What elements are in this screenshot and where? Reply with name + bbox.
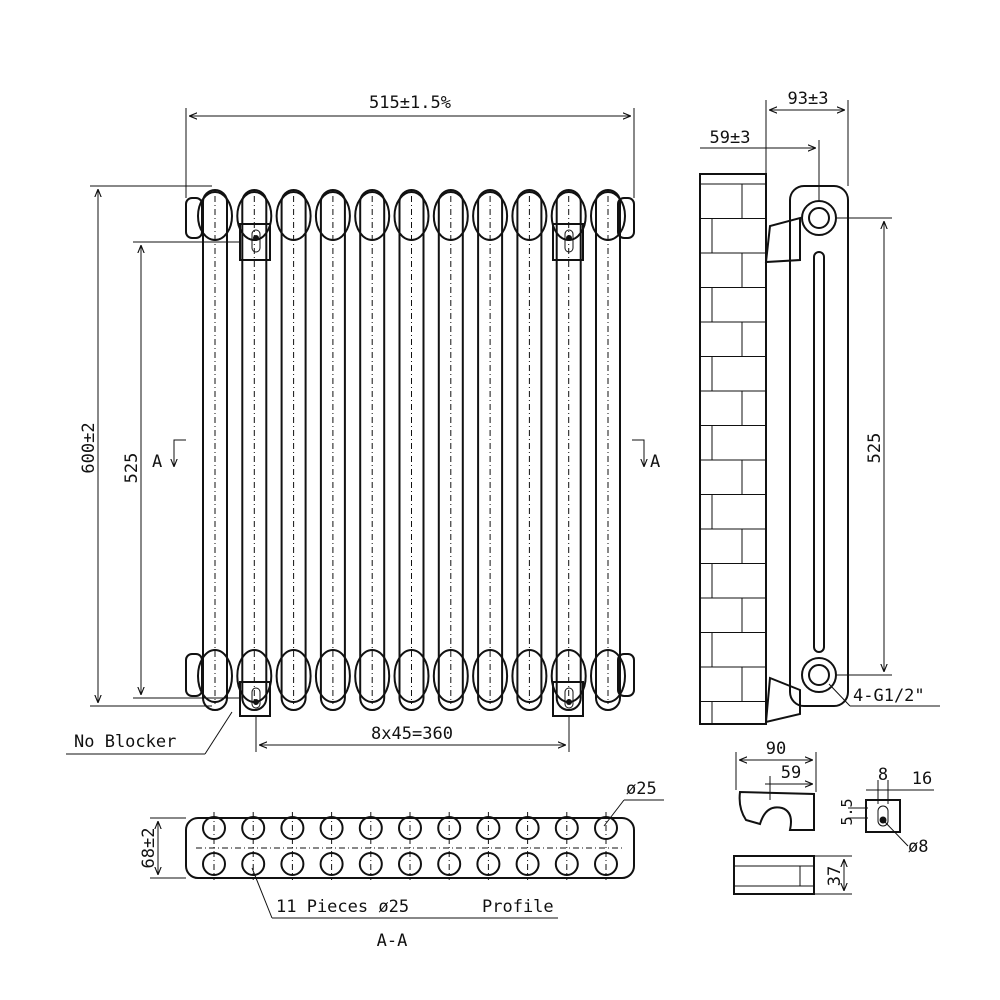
bracket-top-right: [552, 223, 584, 261]
bracket-width-label: 90: [766, 739, 786, 759]
section-tubes: [202, 812, 618, 880]
radiator-column: [516, 189, 543, 711]
column-hub-bottom: [590, 649, 626, 703]
radiator-column: [202, 189, 228, 711]
column-hub-top: [275, 191, 312, 241]
end-cap-bottom-left: [185, 653, 203, 697]
radiator-column: [359, 189, 386, 711]
radiator-column: [477, 189, 504, 711]
column-hub-top: [590, 191, 626, 241]
column-hub-top: [354, 191, 391, 241]
radiator-column: [555, 189, 582, 711]
column-hub-bottom: [197, 649, 233, 703]
wall-bricks: [700, 183, 766, 724]
side-height-label: 525: [865, 433, 885, 464]
radiator-column: [319, 189, 346, 711]
inner-height-label: 525: [122, 453, 142, 484]
column-hub-top: [472, 191, 509, 241]
radiator-column: [398, 189, 425, 711]
radiator-column: [437, 189, 464, 711]
slot-width-label: 8: [878, 765, 888, 785]
base-height-label: 37: [825, 866, 845, 886]
hook-bracket-profile: [738, 790, 815, 831]
section-depth-label: 68±2: [139, 828, 159, 869]
bracket-base-plate: [733, 855, 815, 895]
radiator-columns: [202, 189, 621, 711]
bracket-bottom-right: [552, 681, 584, 717]
section-mark-right: A: [650, 452, 660, 472]
end-cap-top-right: [617, 197, 635, 239]
radiator-side-profile: [789, 185, 849, 707]
mount-hole-icon: [879, 816, 887, 824]
no-blocker-label: No Blocker: [74, 732, 176, 752]
side-depth-label: 93±3: [788, 89, 829, 109]
radiator-column: [280, 189, 307, 711]
radiator-column: [595, 189, 621, 711]
column-hub-top: [197, 191, 233, 241]
column-hub-bottom: [432, 649, 469, 703]
column-hub-bottom: [314, 649, 351, 703]
bracket-detail: 90 59 37 8 16 5.5 ø8: [733, 739, 934, 895]
brick-wall: [699, 173, 767, 725]
column-hub-top: [511, 191, 548, 241]
plate-width-label: 16: [912, 769, 932, 789]
column-hub-bottom: [275, 649, 312, 703]
side-bracket-top: [764, 216, 801, 264]
bracket-plate-front: [865, 799, 901, 833]
column-hub-bottom: [511, 649, 548, 703]
hole-diameter-label: ø8: [908, 837, 928, 857]
column-hub-bottom: [393, 649, 430, 703]
end-cap-top-left: [185, 197, 203, 239]
bracket-bottom-left: [239, 681, 271, 717]
slot-height-label: 5.5: [838, 798, 856, 825]
pieces-note-label: 11 Pieces ø25: [276, 897, 409, 917]
section-mark-left: A: [152, 452, 162, 472]
column-hub-top: [393, 191, 430, 241]
side-view: 93±3 59±3 525 4-G1/2": [699, 89, 940, 725]
column-hub-bottom: [354, 649, 391, 703]
bracket-spacing-label: 8x45=360: [371, 724, 453, 744]
front-view: 515±1.5% 600±2 525 8x45=360 A A No Block…: [66, 93, 660, 755]
section-label: A-A: [377, 931, 408, 951]
column-hub-bottom: [472, 649, 509, 703]
profile-label: Profile: [482, 897, 554, 917]
column-hub-top: [432, 191, 469, 241]
section-view: ø25 68±2 11 Pieces ø25 Profile A-A: [139, 779, 664, 951]
end-cap-bottom-right: [617, 653, 635, 697]
overall-height-label: 600±2: [79, 422, 99, 473]
wall-offset-label: 59±3: [710, 128, 751, 148]
bottom-connection-icon: [801, 657, 837, 693]
overall-width-label: 515±1.5%: [369, 93, 451, 113]
side-channel: [813, 251, 825, 653]
radiator-column: [241, 189, 268, 711]
top-connection-icon: [801, 200, 837, 236]
connection-label: 4-G1/2": [853, 686, 925, 706]
tube-diameter-label: ø25: [626, 779, 657, 799]
column-hub-top: [314, 191, 351, 241]
bracket-offset-label: 59: [781, 763, 801, 783]
side-bracket-bottom: [764, 676, 801, 724]
